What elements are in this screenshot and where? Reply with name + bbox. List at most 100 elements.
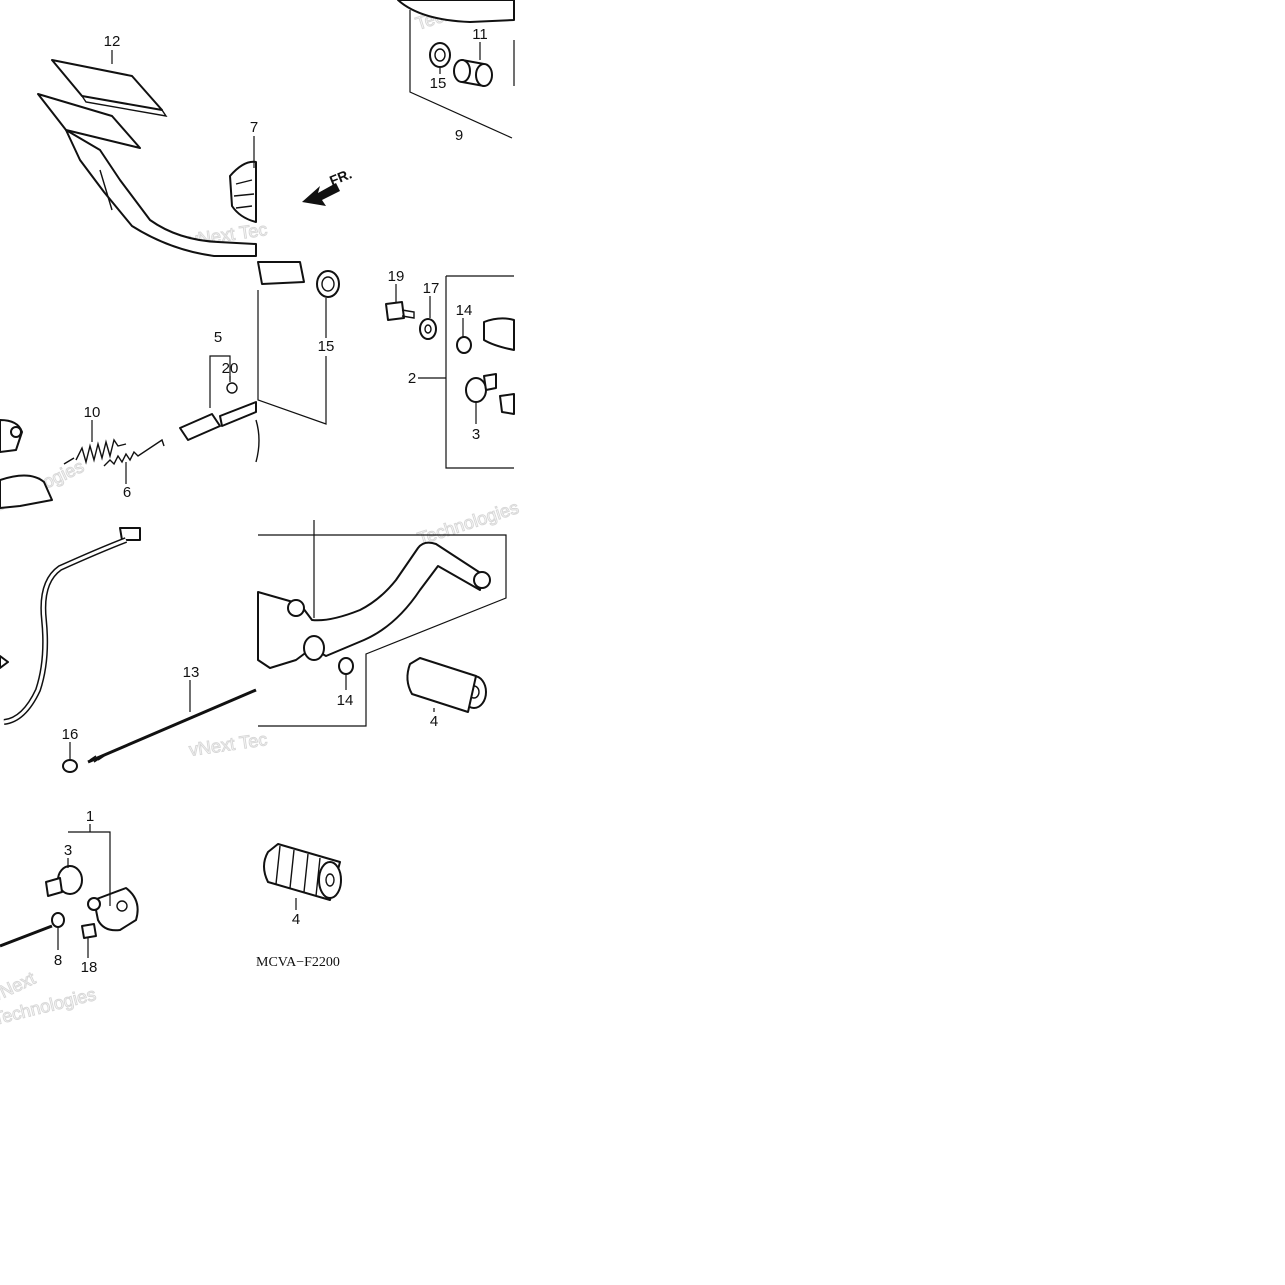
watermark: Technologies xyxy=(415,497,521,548)
seal-group xyxy=(255,261,340,463)
shift-rubber-body xyxy=(406,657,477,713)
leader-lines xyxy=(57,42,481,958)
callout-4b: 4 xyxy=(292,911,300,928)
rod-thread xyxy=(89,755,105,763)
switch-spring xyxy=(103,438,165,467)
joint-body xyxy=(93,887,139,932)
pedal-plate xyxy=(37,93,141,149)
watermark: vNext Tec xyxy=(188,729,269,760)
pivot-collar-end xyxy=(453,59,471,83)
callout-17: 17 xyxy=(423,280,440,297)
tie-rod-joint-group xyxy=(0,831,139,948)
switch-plunger xyxy=(219,401,257,427)
front-direction-arrow: FR. xyxy=(302,165,354,206)
return-spring xyxy=(63,438,127,465)
callout-15b: 15 xyxy=(318,338,335,355)
callout-1: 1 xyxy=(86,808,94,825)
pivot-bolt-head xyxy=(385,301,405,321)
cable-connector xyxy=(119,527,141,541)
bracket-lower xyxy=(258,534,507,727)
lock-nut xyxy=(51,912,65,928)
shift-shaft xyxy=(499,393,515,415)
frame-edge xyxy=(255,419,260,463)
brake-pedal-assembly xyxy=(37,59,257,257)
callout-8: 8 xyxy=(54,952,62,969)
callout-15: 15 xyxy=(430,75,447,92)
rod-nut xyxy=(62,759,78,773)
callout-11: 11 xyxy=(472,26,488,43)
shift-rubber-group xyxy=(263,843,342,901)
pivot-housing xyxy=(397,0,515,23)
lever-pivot-boss xyxy=(287,599,305,617)
pedal-pad-edge xyxy=(81,95,168,117)
oil-seal xyxy=(316,270,340,298)
shift-arm xyxy=(483,317,515,351)
callout-12: 12 xyxy=(104,33,121,50)
switch-bolt xyxy=(10,426,22,438)
callout-18: 18 xyxy=(81,959,98,976)
dust-seal xyxy=(429,42,451,68)
diagram-code: MCVA−F2200 xyxy=(256,955,340,970)
pedal-arm-line xyxy=(99,169,113,211)
pivot-boss xyxy=(257,261,305,285)
bracket-1 xyxy=(68,831,111,906)
callout-6: 6 xyxy=(123,484,131,501)
callout-4: 4 xyxy=(430,713,438,730)
bracket-9 xyxy=(409,10,513,139)
bracket-2 xyxy=(445,275,514,469)
pivot-collar-face xyxy=(475,63,493,87)
callout-labels: 12 11 15 9 7 15 19 17 14 2 3 5 20 10 6 1… xyxy=(54,26,488,976)
callout-20: 20 xyxy=(222,360,239,377)
rubber-ridges-2 xyxy=(275,845,321,897)
dust-seal-14 xyxy=(456,336,472,354)
cable-group xyxy=(0,527,257,773)
callout-3: 3 xyxy=(472,426,480,443)
joint-bolt xyxy=(81,923,97,939)
brake-switch-group xyxy=(0,355,257,509)
pedal-pivot-group xyxy=(397,0,515,139)
callout-14: 14 xyxy=(456,302,473,319)
shift-rubber-end-2 xyxy=(318,861,342,899)
pivot-bearing xyxy=(303,635,325,661)
callout-2: 2 xyxy=(408,370,416,387)
tie-rod xyxy=(87,688,257,764)
washer xyxy=(419,318,437,340)
tie-rod-end xyxy=(0,924,53,948)
bracket-5 xyxy=(209,355,231,408)
brake-switch xyxy=(179,413,221,441)
oil-seal-inner xyxy=(321,276,335,292)
pivot-bolt-shank xyxy=(401,309,415,319)
switch-clip xyxy=(226,382,238,394)
dust-seal-14b xyxy=(338,657,354,675)
callout-3b: 3 xyxy=(64,842,72,859)
cable-harness-inner xyxy=(3,538,127,724)
callout-9: 9 xyxy=(455,127,463,144)
pedal-arm xyxy=(65,129,257,257)
shift-rubber-hole-2 xyxy=(325,873,335,887)
callout-7: 7 xyxy=(250,119,258,136)
pedal-base xyxy=(0,474,53,509)
joint-nut-3 xyxy=(45,877,63,897)
pedal-pivot-block xyxy=(229,160,257,223)
bracket-lines xyxy=(257,290,327,425)
joint-hole xyxy=(116,900,128,912)
direction-label: FR. xyxy=(327,165,354,188)
shift-lever-group xyxy=(385,275,515,469)
shift-pedal-group xyxy=(257,520,507,727)
callout-14b: 14 xyxy=(337,692,354,709)
joint-collar xyxy=(87,897,101,911)
pivot-ridges xyxy=(233,179,255,209)
callout-16: 16 xyxy=(62,726,79,743)
callout-19: 19 xyxy=(388,268,405,285)
peg-shaft-end xyxy=(473,571,491,589)
cable-clamp xyxy=(0,655,9,669)
callout-5: 5 xyxy=(214,329,222,346)
dust-seal-inner xyxy=(434,48,446,62)
washer-hole xyxy=(424,324,432,334)
joint-nut xyxy=(483,373,497,391)
arrow-icon xyxy=(302,183,340,206)
callout-13: 13 xyxy=(183,664,200,681)
tie-rod-joint xyxy=(465,377,487,403)
callout-10: 10 xyxy=(84,404,101,421)
